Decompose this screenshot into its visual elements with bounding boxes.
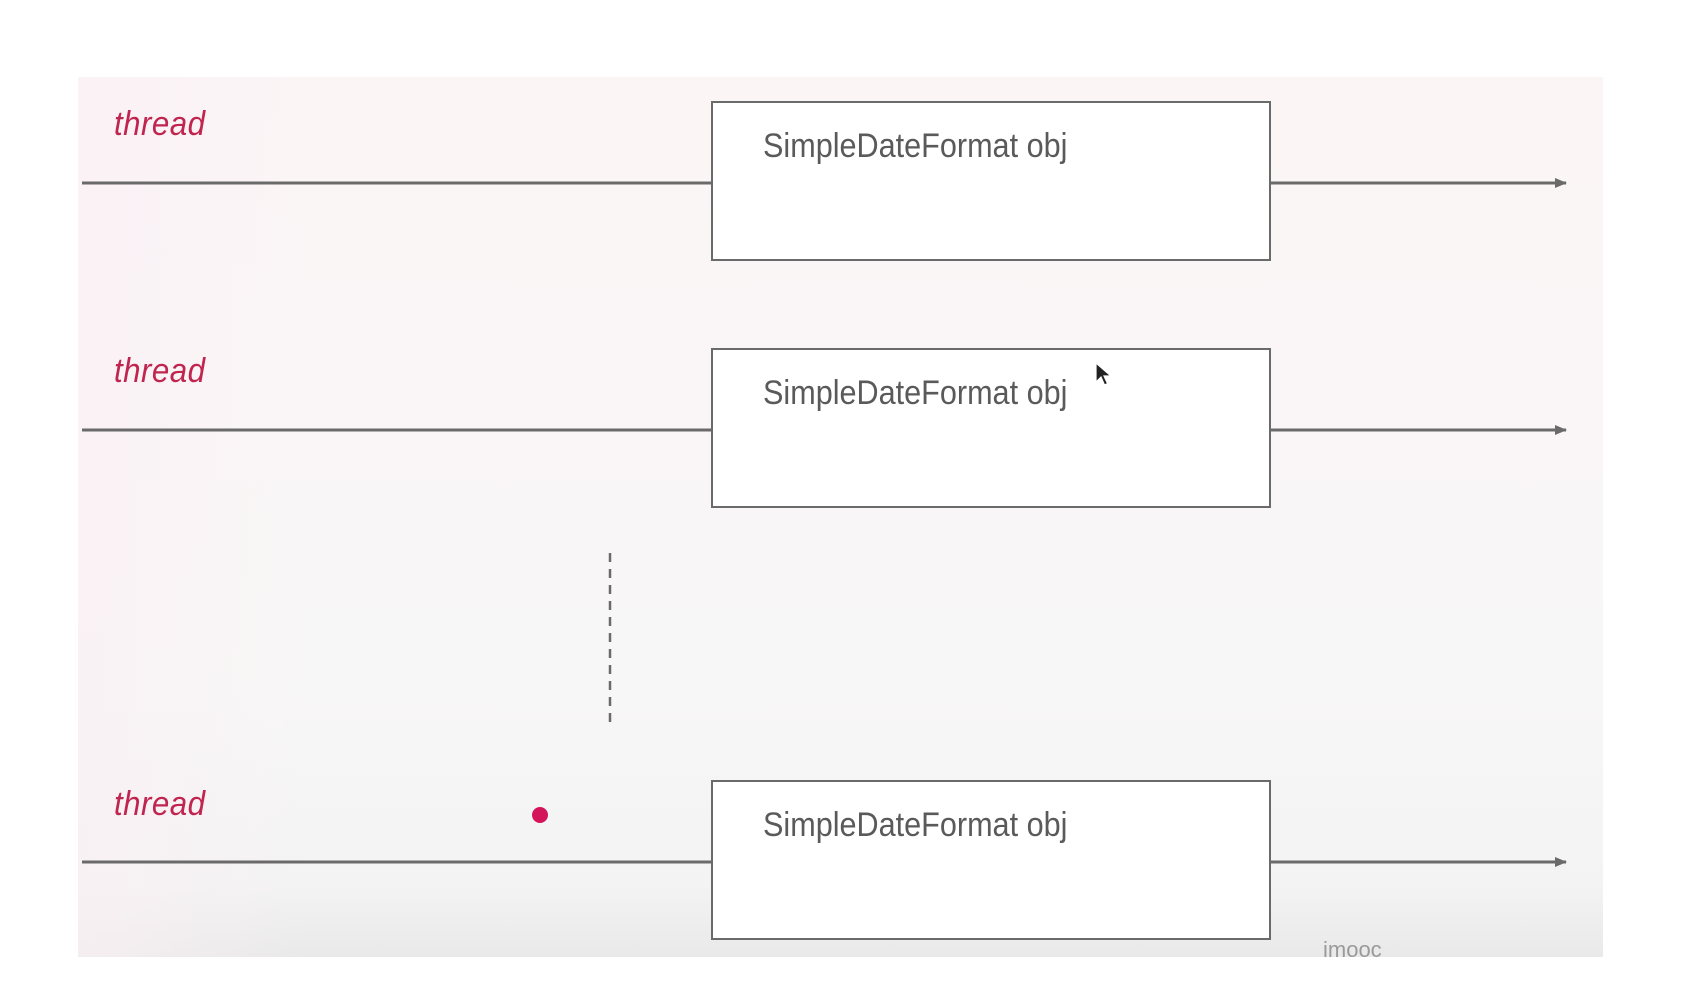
object-label: SimpleDateFormat obj [763, 127, 1068, 165]
imooc-watermark: imooc [1323, 937, 1382, 962]
thread-label: thread [114, 352, 206, 390]
laser-pointer-dot [532, 807, 548, 823]
thread-label: thread [114, 785, 206, 823]
simpledateformat-object-box: SimpleDateFormat obj [711, 348, 1271, 508]
object-label: SimpleDateFormat obj [763, 374, 1068, 412]
simpledateformat-object-box: SimpleDateFormat obj [711, 780, 1271, 940]
thread-label: thread [114, 105, 206, 143]
mouse-cursor-icon [1095, 362, 1113, 386]
simpledateformat-object-box: SimpleDateFormat obj [711, 101, 1271, 261]
object-label: SimpleDateFormat obj [763, 806, 1068, 844]
